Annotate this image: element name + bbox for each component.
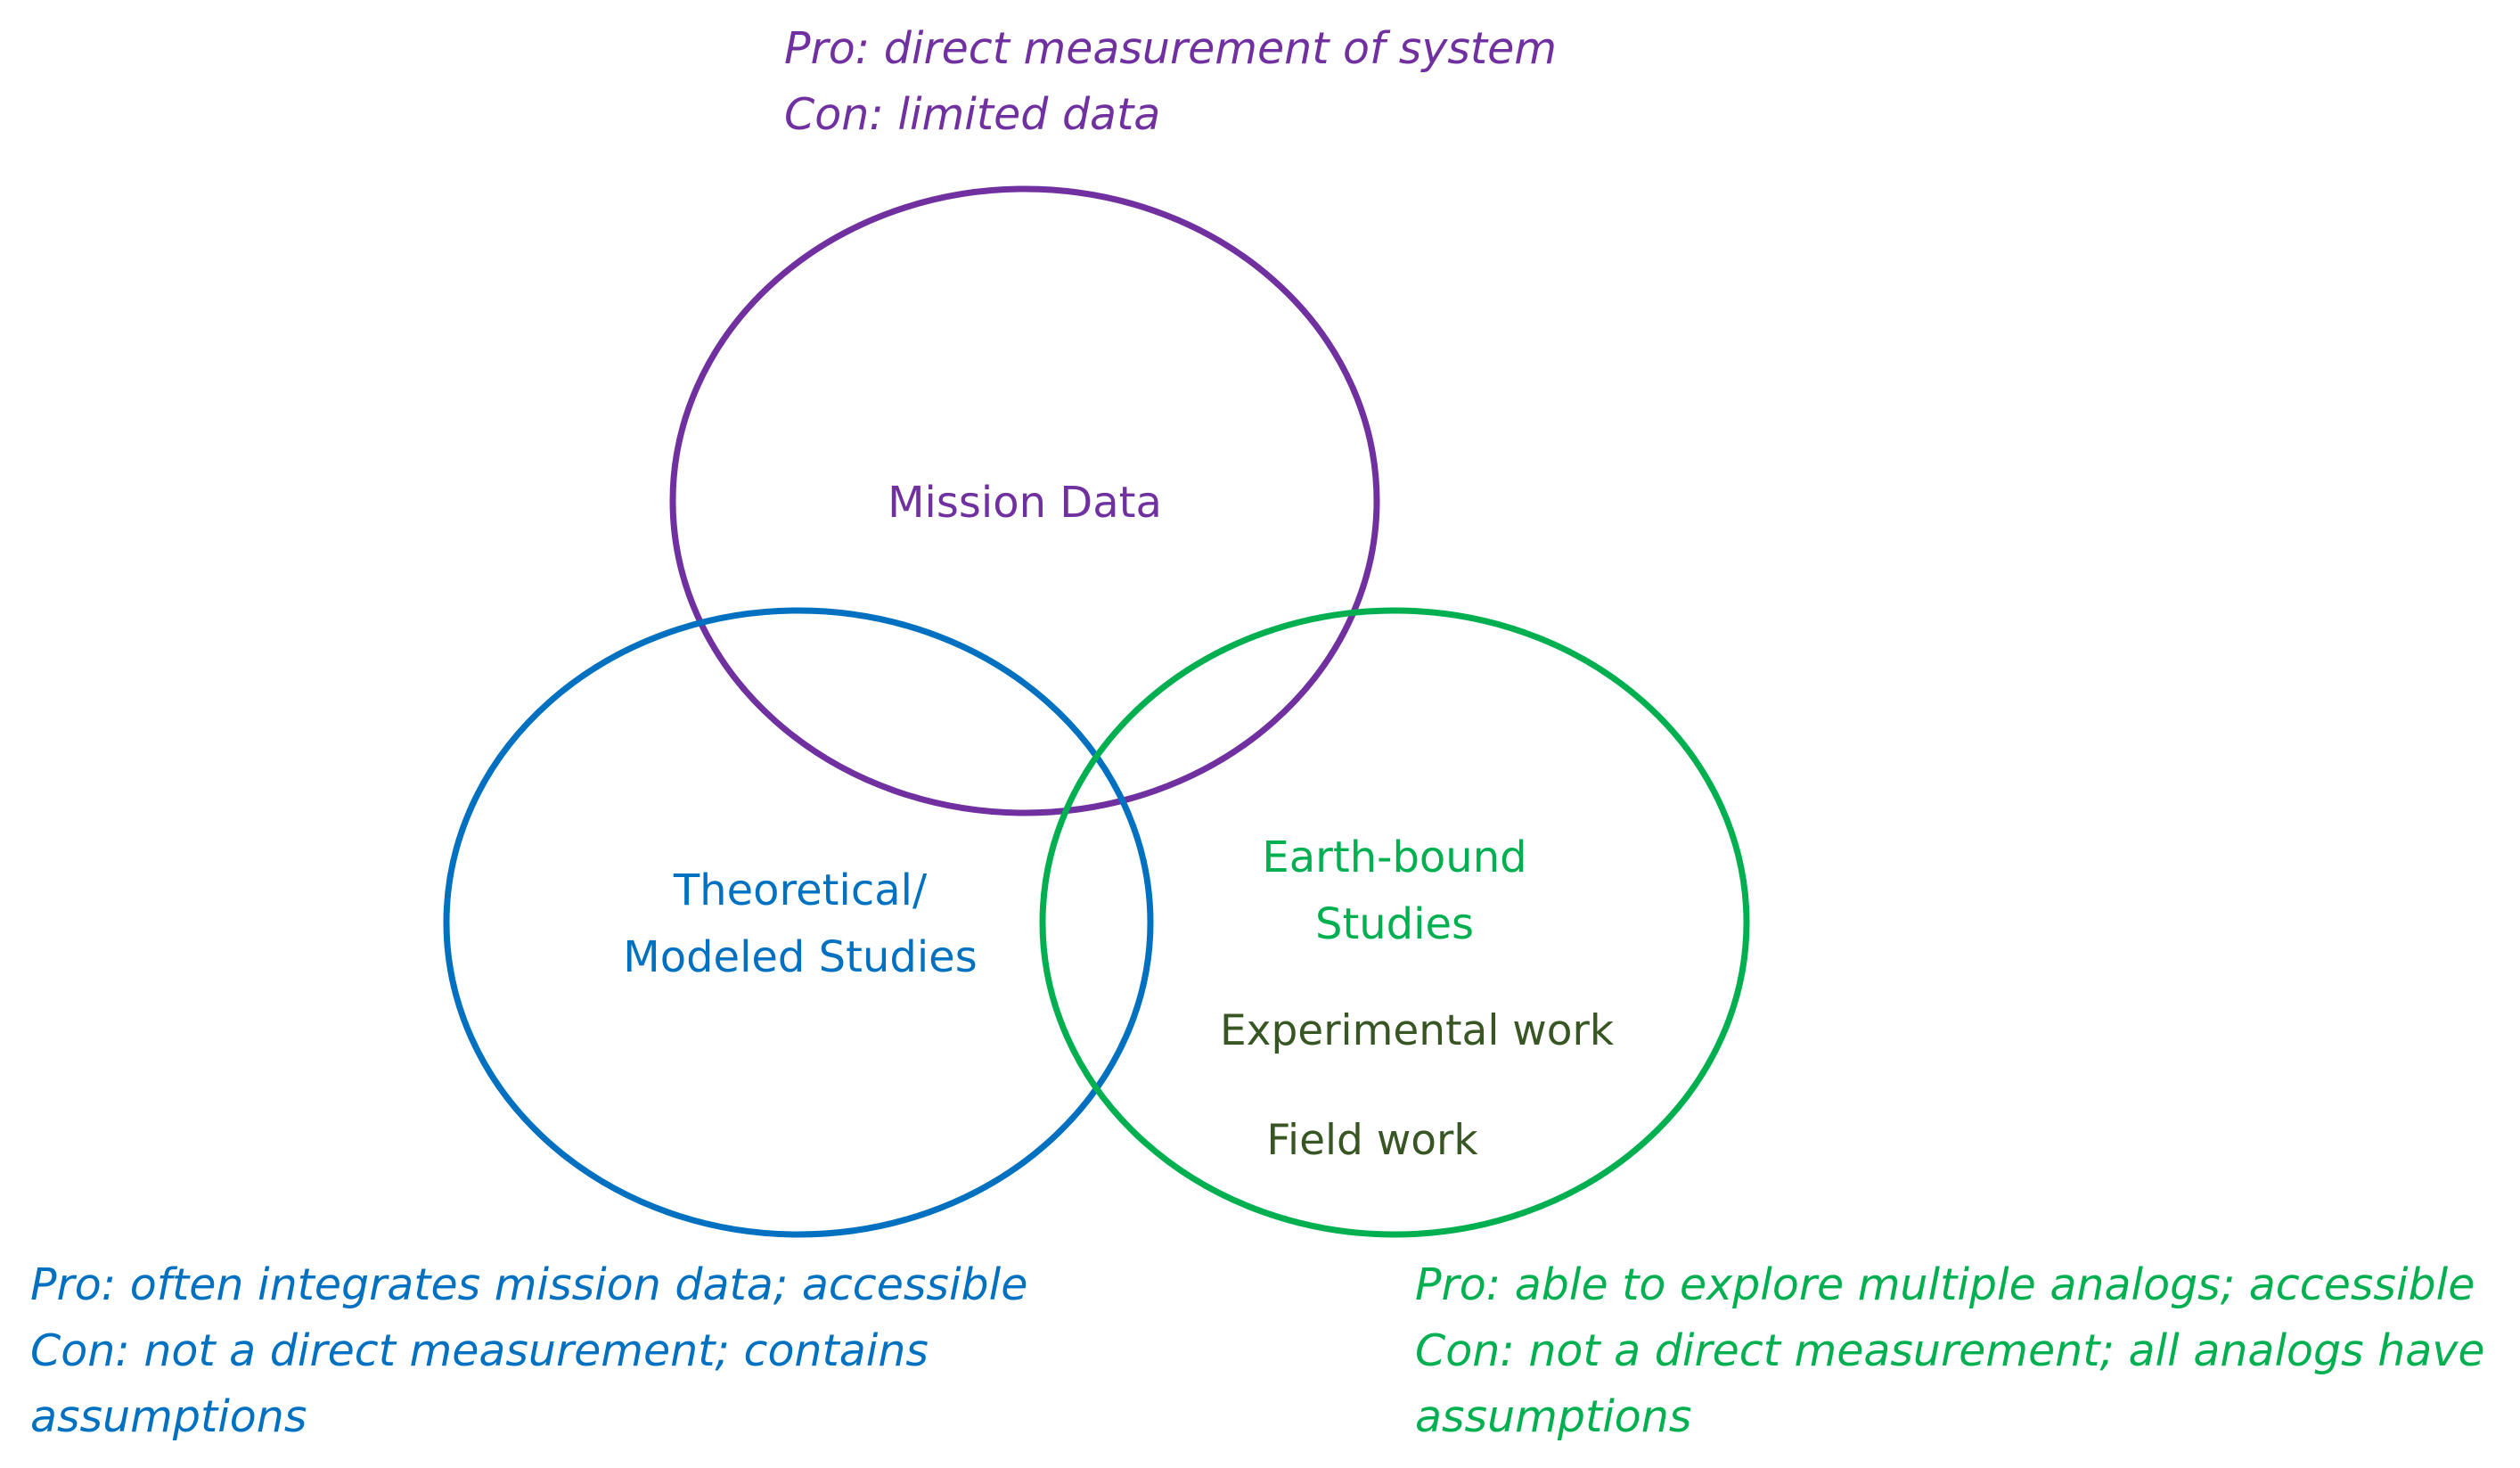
theoretical-con-text-cont: assumptions (30, 1391, 307, 1442)
experimental-work-label: Experimental work (1220, 1006, 1615, 1055)
mission-pro-text: Pro: direct measurement of system (784, 23, 1557, 74)
mission-data-label: Mission Data (888, 478, 1162, 528)
earth-bound-con-text: Con: not a direct measurement; all analo… (1415, 1325, 2485, 1376)
theoretical-pro-text: Pro: often integrates mission data; acce… (30, 1259, 1028, 1310)
earth-bound-label-line-1: Earth-bound (1262, 832, 1526, 882)
mission-data-circle (669, 185, 1380, 816)
theoretical-label-line-1: Theoretical/ (673, 865, 928, 915)
earth-bound-studies-circle (1039, 607, 1750, 1238)
theoretical-studies-circle (443, 607, 1154, 1238)
theoretical-con-text: Con: not a direct measurement; contains (30, 1325, 929, 1376)
mission-pro-con-note: Pro: direct measurement of system Con: l… (784, 16, 1557, 148)
earth-bound-label-line-2: Studies (1315, 899, 1474, 949)
theoretical-label-line-2: Modeled Studies (623, 932, 977, 982)
mission-con-text: Con: limited data (784, 89, 1161, 140)
theoretical-pro-con-note: Pro: often integrates mission data; acce… (30, 1252, 1027, 1450)
earth-bound-con-text-cont: assumptions (1415, 1391, 1692, 1442)
earth-bound-pro-text: Pro: able to explore multiple analogs; a… (1415, 1259, 2475, 1310)
earth-bound-pro-con-note: Pro: able to explore multiple analogs; a… (1415, 1252, 2484, 1450)
field-work-label: Field work (1266, 1116, 1478, 1165)
